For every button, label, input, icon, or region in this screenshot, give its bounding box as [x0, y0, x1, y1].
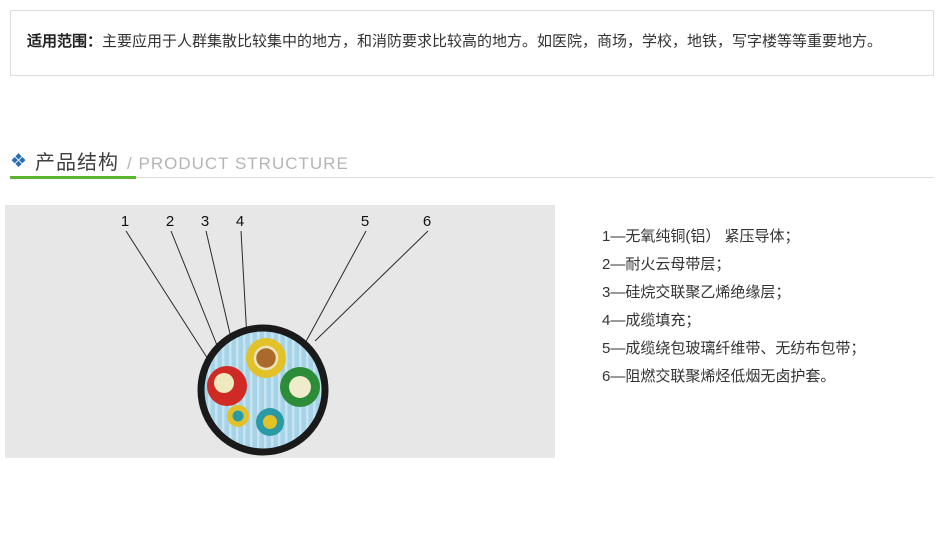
- structure-item-1: 1—无氧纯铜(铝） 紧压导体；: [602, 228, 800, 245]
- diagram-label-2: 2: [166, 213, 174, 230]
- core-bottom-teal: [256, 408, 284, 436]
- structure-item-5: 5—成缆绕包玻璃纤维带、无纺布包带；: [602, 340, 866, 357]
- scope-text: 适用范围：主要应用于人群集散比较集中的地方，和消防要求比较高的地方。如医院，商场…: [27, 27, 917, 57]
- core-left-red: [207, 366, 247, 406]
- section-subtitle: / PRODUCT STRUCTURE: [127, 154, 349, 173]
- core-bottomleft-yellow: [227, 405, 249, 427]
- leader-lines: [125, 230, 429, 382]
- diagram-label-6: 6: [423, 213, 431, 230]
- diagram-number-labels: 1 2 3 4 5 6: [121, 213, 431, 230]
- diagram-panel: 1 2 3 4 5 6: [5, 205, 555, 458]
- section-title: 产品结构: [35, 152, 120, 174]
- structure-item-6: 6—阻燃交联聚烯烃低烟无卤护套。: [602, 368, 836, 385]
- core-right-green: [280, 367, 320, 407]
- section-title-wrap: ❖ 产品结构 / PRODUCT STRUCTURE: [10, 146, 934, 177]
- diagram-label-1: 1: [121, 213, 129, 230]
- cable-cross-section-diagram: 1 2 3 4 5 6: [121, 213, 431, 456]
- diagram-label-5: 5: [361, 213, 369, 230]
- green-underline: [10, 176, 136, 179]
- diamond-icon: ❖: [10, 151, 28, 172]
- structure-item-3: 3—硅烷交联聚乙烯绝缘层；: [602, 284, 791, 301]
- structure-item-2: 2—耐火云母带层；: [602, 256, 731, 273]
- section-header: ❖ 产品结构 / PRODUCT STRUCTURE: [10, 146, 934, 179]
- scope-body: 主要应用于人群集散比较集中的地方，和消防要求比较高的地方。如医院，商场，学校，地…: [102, 33, 883, 50]
- core-top-yellow: [246, 338, 286, 378]
- scope-label: 适用范围：: [27, 33, 103, 50]
- diagram-label-3: 3: [201, 213, 209, 230]
- structure-list: 1—无氧纯铜(铝） 紧压导体； 2—耐火云母带层； 3—硅烷交联聚乙烯绝缘层； …: [602, 223, 932, 391]
- application-scope-box: 适用范围：主要应用于人群集散比较集中的地方，和消防要求比较高的地方。如医院，商场…: [10, 10, 934, 76]
- diagram-label-4: 4: [236, 213, 244, 230]
- structure-item-4: 4—成缆填充；: [602, 312, 701, 329]
